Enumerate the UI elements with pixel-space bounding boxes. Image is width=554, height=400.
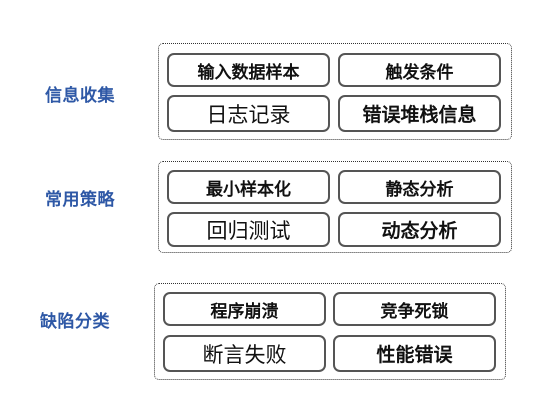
box-regression-test: 回归测试	[167, 212, 330, 247]
box-log-record: 日志记录	[167, 95, 330, 132]
box-dynamic-analysis: 动态分析	[338, 212, 501, 247]
box-assertion-failure: 断言失败	[163, 335, 326, 372]
box-error-stack-info: 错误堆栈信息	[338, 95, 501, 132]
section-label-info-collection: 信息收集	[45, 86, 115, 106]
group-defect-classification	[154, 283, 506, 380]
group-info-collection	[158, 43, 512, 140]
box-input-data-sample: 输入数据样本	[167, 53, 330, 87]
section-label-defect-classification: 缺陷分类	[40, 312, 110, 332]
box-trigger-condition: 触发条件	[338, 53, 501, 87]
group-common-strategies	[158, 161, 512, 253]
box-static-analysis: 静态分析	[338, 170, 501, 204]
box-program-crash: 程序崩溃	[163, 292, 326, 326]
box-minimize-sample: 最小样本化	[167, 170, 330, 204]
box-performance-error: 性能错误	[333, 335, 496, 372]
section-label-common-strategies: 常用策略	[45, 190, 115, 210]
box-race-deadlock: 竞争死锁	[333, 292, 496, 326]
